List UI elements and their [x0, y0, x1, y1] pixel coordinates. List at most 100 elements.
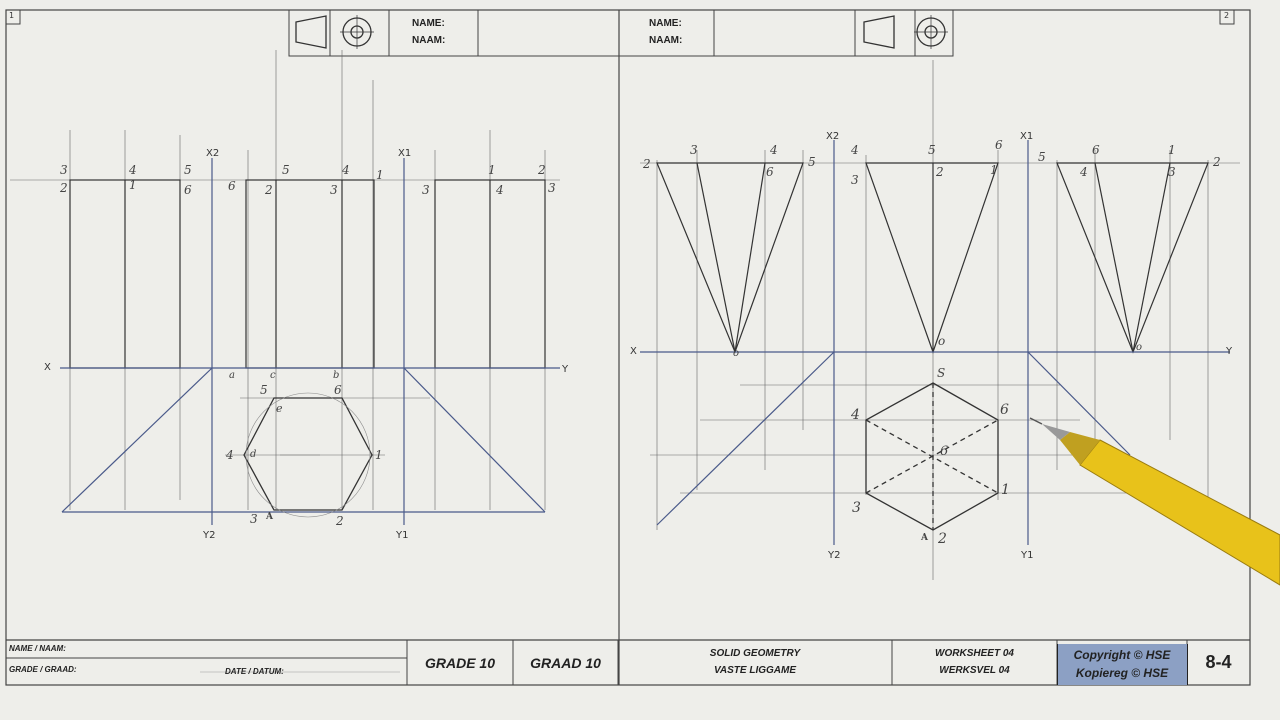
copyright-box: [1057, 644, 1188, 685]
point-label: 3: [851, 173, 859, 187]
axis-label-x2: X2: [206, 148, 220, 159]
point-label: 4: [129, 163, 137, 177]
point-label: 3: [250, 512, 258, 526]
projection-trapezoid-icon: [863, 15, 895, 49]
projection-trapezoid-icon: [295, 15, 327, 49]
point-label: o: [938, 334, 946, 348]
subject-english: SOLID GEOMETRY: [709, 647, 801, 659]
point-label: 4: [496, 183, 504, 197]
point-label: 5: [282, 163, 290, 177]
axis-label-y1: Y1: [1021, 550, 1034, 561]
left-header-box: [288, 9, 620, 57]
right-elevation-triangles: [656, 162, 1209, 354]
point-label: 3: [852, 500, 861, 516]
grade-graad-label: GRADE / GRAAD:: [9, 665, 77, 674]
naam-label: NAAM:: [649, 35, 683, 46]
point-label: 6: [184, 183, 192, 197]
left-axis-lines: [60, 158, 560, 525]
name-naam-label: NAME / NAAM:: [9, 644, 66, 653]
point-label: e: [276, 402, 283, 415]
point-label: 2: [1213, 155, 1221, 169]
left-construction-lines: [10, 50, 560, 510]
point-label: 3: [60, 163, 68, 177]
point-label: 1: [1001, 482, 1010, 498]
copyright-afrikaans: Kopiereg © HSE: [1075, 666, 1169, 680]
point-label: 1: [129, 178, 137, 192]
sheet-border: [5, 9, 1251, 686]
grade-afrikaans: GRAAD 10: [530, 654, 601, 671]
point-label: 4: [342, 163, 350, 177]
point-label: 1: [375, 448, 383, 462]
point-label: 5: [1038, 150, 1046, 164]
worksheet-english: WORKSHEET 04: [935, 647, 1014, 659]
point-label: A: [266, 512, 273, 522]
subject-afrikaans: VASTE LIGGAME: [713, 664, 797, 676]
axis-label-y2: Y2: [828, 550, 841, 561]
point-label: 6: [1000, 402, 1009, 418]
point-label: 6: [334, 383, 342, 397]
axis-label-y1: Y1: [396, 530, 409, 541]
name-label: NAME:: [649, 18, 682, 29]
point-label: 6: [766, 165, 774, 179]
page-number-2: 2: [1224, 11, 1230, 20]
axis-label-y: Y: [562, 364, 569, 375]
point-label: 2: [643, 157, 651, 171]
axis-label-y: Y: [1226, 346, 1233, 357]
point-label: 6: [228, 179, 236, 193]
point-label: d: [250, 449, 257, 460]
point-label: 2: [938, 531, 947, 547]
sheet-code: 8-4: [1205, 652, 1232, 672]
point-label: o: [1136, 342, 1143, 353]
point-label: 5: [184, 163, 192, 177]
axis-label-x: X: [44, 362, 51, 373]
point-label: S: [937, 366, 946, 380]
point-label: 3: [690, 143, 698, 157]
right-hexagon-plan: [865, 382, 999, 531]
point-label: 1: [488, 163, 496, 177]
copyright-english: Copyright © HSE: [1073, 648, 1171, 662]
point-label: 5: [928, 143, 936, 157]
right-axis-lines: [640, 140, 1230, 545]
axis-label-x: X: [630, 346, 637, 357]
point-label: 1: [1168, 143, 1176, 157]
point-label: 2: [336, 514, 344, 528]
point-label: 3: [330, 183, 338, 197]
point-label: 2: [60, 181, 68, 195]
point-label: 5: [260, 383, 268, 397]
point-label: 4: [226, 448, 234, 462]
point-label: 3: [1168, 165, 1176, 179]
point-label: 6: [940, 444, 949, 459]
point-label: 3: [548, 181, 556, 195]
point-label: 2: [538, 163, 546, 177]
page-number-1: 1: [9, 11, 15, 20]
point-label: 4: [1080, 165, 1088, 179]
axis-label-x1: X1: [1020, 131, 1034, 142]
left-elevation-rectangles: [69, 179, 546, 369]
point-label: 4: [851, 407, 860, 423]
date-datum-label: DATE / DATUM:: [225, 667, 284, 676]
pencil: [1029, 417, 1280, 586]
point-label: 6: [1092, 143, 1100, 157]
naam-label: NAAM:: [412, 35, 446, 46]
name-label: NAME:: [412, 18, 445, 29]
worksheet-afrikaans: WERKSVEL 04: [939, 664, 1010, 676]
point-label: b: [333, 370, 340, 381]
point-label: 1: [376, 168, 384, 182]
point-label: 2: [936, 165, 944, 179]
axis-label-y2: Y2: [203, 530, 216, 541]
point-label: 5: [808, 155, 816, 169]
point-label: A: [921, 533, 928, 543]
point-label: 3: [422, 183, 430, 197]
axis-label-x1: X1: [398, 148, 412, 159]
point-label: o: [733, 348, 740, 359]
right-header-box: [618, 9, 954, 57]
point-label: c: [270, 370, 276, 381]
left-hexagon-plan: [243, 392, 373, 518]
point-label: 4: [851, 143, 859, 157]
grade-english: GRADE 10: [424, 654, 496, 671]
axis-label-x2: X2: [826, 131, 840, 142]
point-label: 6: [995, 138, 1003, 152]
point-label: 1: [990, 163, 998, 177]
